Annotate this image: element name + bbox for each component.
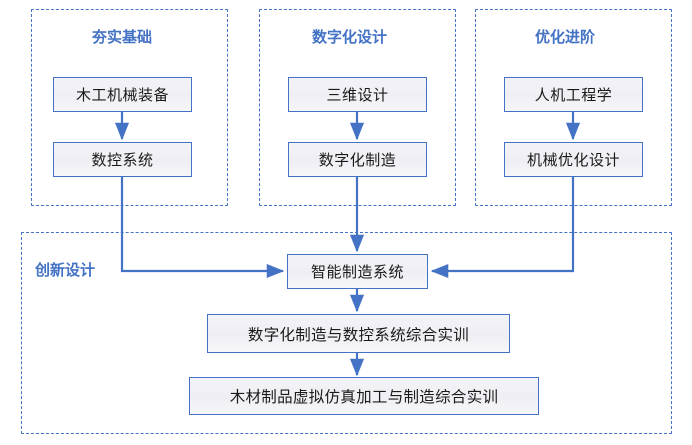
node-training-virtual-simulation[interactable]: 木材制品虚拟仿真加工与制造综合实训 [189, 377, 539, 415]
node-woodworking-equipment[interactable]: 木工机械装备 [53, 77, 192, 112]
panel-foundation-title: 夯实基础 [92, 29, 153, 46]
panel-digital-design-title: 数字化设计 [312, 29, 388, 46]
node-smart-manufacturing-system[interactable]: 智能制造系统 [287, 254, 428, 289]
node-ergonomics[interactable]: 人机工程学 [504, 77, 643, 112]
node-digital-manufacturing[interactable]: 数字化制造 [288, 142, 427, 177]
panel-optimization-title: 优化进阶 [535, 29, 596, 46]
node-training-digital-cnc[interactable]: 数字化制造与数控系统综合实训 [207, 314, 510, 353]
node-3d-design[interactable]: 三维设计 [288, 77, 427, 112]
edge-cnc-to-smart [120, 177, 285, 279]
node-cnc-system[interactable]: 数控系统 [53, 142, 192, 177]
panel-innovation-title: 创新设计 [35, 262, 96, 279]
panel-innovation [21, 232, 672, 434]
panel-foundation [31, 9, 228, 206]
edge-mechopt-to-smart [430, 177, 575, 279]
node-mechanical-optimization-design[interactable]: 机械优化设计 [504, 142, 643, 177]
